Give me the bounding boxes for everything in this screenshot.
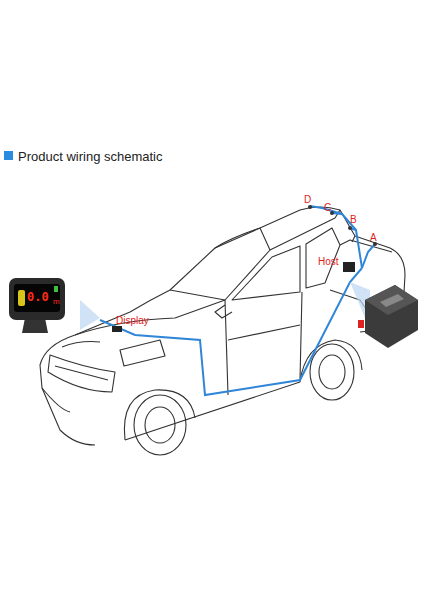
sensor xyxy=(308,205,377,246)
sensor-label: B xyxy=(350,214,357,225)
display-unit xyxy=(9,278,65,333)
lcd-unit: m xyxy=(53,298,60,307)
title-marker xyxy=(4,151,13,160)
sensor-label: A xyxy=(370,232,377,243)
car-outline xyxy=(40,207,405,455)
wiring-harness xyxy=(100,206,375,395)
diagram-title: Product wiring schematic xyxy=(18,149,163,164)
lcd-reading: 0.0 xyxy=(27,291,49,304)
display-mount xyxy=(112,326,122,332)
sensor-label: C xyxy=(324,202,331,213)
display-label: Display xyxy=(116,315,149,326)
sensor-label: D xyxy=(304,194,311,205)
host-unit xyxy=(358,285,418,348)
host-mount xyxy=(343,262,355,272)
host-label: Host xyxy=(318,256,339,267)
display-callout xyxy=(80,300,100,330)
